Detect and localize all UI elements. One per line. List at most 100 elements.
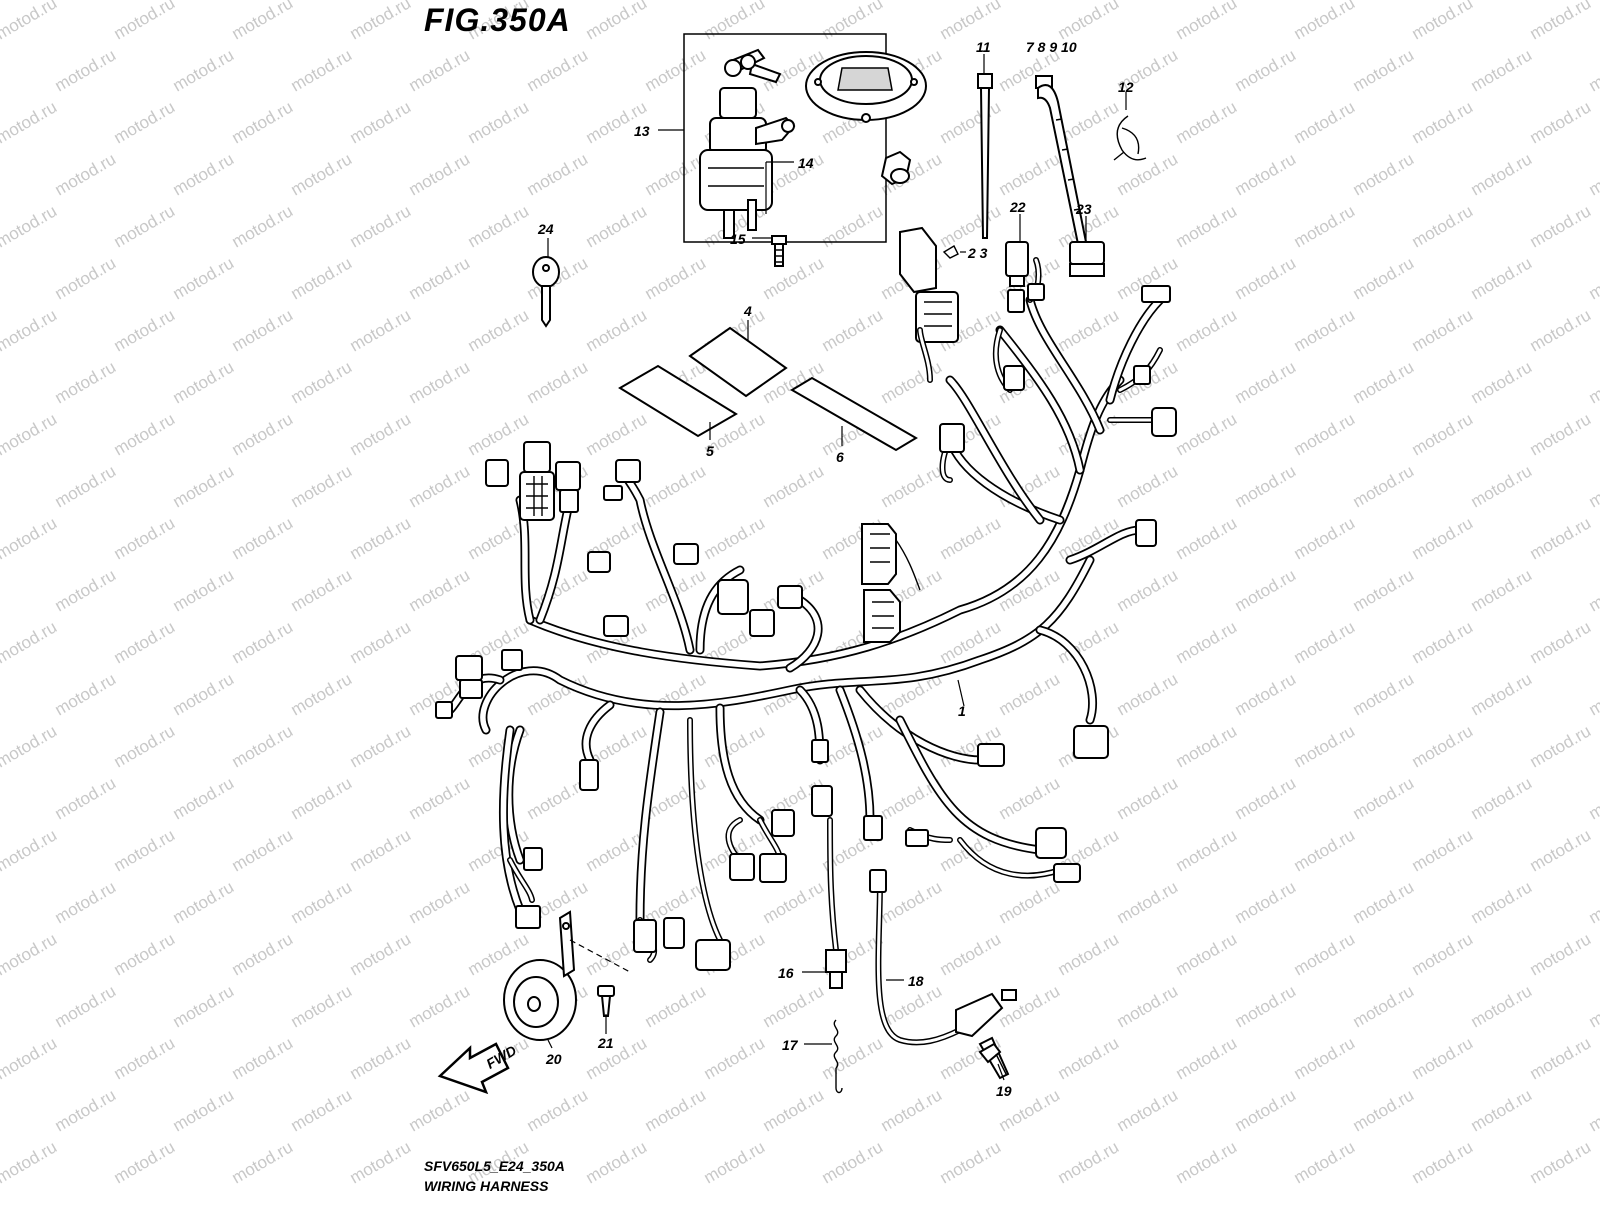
- watermark-text: motod.ru: [170, 357, 238, 407]
- watermark-text: motod.ru: [1232, 773, 1300, 823]
- watermark-text: motod.ru: [0, 149, 1, 199]
- watermark-text: motod.ru: [0, 981, 1, 1031]
- watermark-text: motod.ru: [1350, 877, 1418, 927]
- watermark-text: motod.ru: [406, 357, 474, 407]
- watermark-text: motod.ru: [642, 981, 710, 1031]
- watermark-text: motod.ru: [1409, 1033, 1477, 1083]
- watermark-text: motod.ru: [0, 1033, 60, 1083]
- watermark-text: motod.ru: [1114, 565, 1182, 615]
- watermark-text: motod.ru: [1232, 1085, 1300, 1135]
- watermark-text: motod.ru: [1291, 97, 1359, 147]
- watermark-text: motod.ru: [760, 877, 828, 927]
- watermark-text: motod.ru: [1055, 305, 1123, 355]
- watermark-text: motod.ru: [0, 45, 1, 95]
- watermark-text: motod.ru: [642, 45, 710, 95]
- watermark-text: motod.ru: [111, 617, 179, 667]
- watermark-text: motod.ru: [583, 1033, 651, 1083]
- watermark-text: motod.ru: [229, 1033, 297, 1083]
- watermark-text: motod.ru: [583, 305, 651, 355]
- watermark-text: motod.ru: [1409, 825, 1477, 875]
- watermark-text: motod.ru: [1468, 773, 1536, 823]
- watermark-text: motod.ru: [819, 1137, 887, 1187]
- watermark-text: motod.ru: [0, 773, 1, 823]
- watermark-text: motod.ru: [170, 45, 238, 95]
- watermark-text: motod.ru: [1468, 461, 1536, 511]
- watermark-text: motod.ru: [996, 773, 1064, 823]
- watermark-text: motod.ru: [347, 0, 415, 43]
- watermark-text: motod.ru: [583, 409, 651, 459]
- watermark-text: motod.ru: [1173, 929, 1241, 979]
- watermark-text: motod.ru: [111, 409, 179, 459]
- watermark-text: motod.ru: [0, 97, 60, 147]
- watermark-text: motod.ru: [1173, 0, 1241, 43]
- watermark-text: motod.ru: [465, 409, 533, 459]
- watermark-text: motod.ru: [937, 0, 1005, 43]
- watermark-text: motod.ru: [1232, 877, 1300, 927]
- watermark-text: motod.ru: [1350, 461, 1418, 511]
- watermark-text: motod.ru: [288, 461, 356, 511]
- watermark-text: motod.ru: [1232, 669, 1300, 719]
- watermark-text: motod.ru: [1291, 929, 1359, 979]
- watermark-text: motod.ru: [760, 1085, 828, 1135]
- watermark-text: motod.ru: [465, 201, 533, 251]
- watermark-text: motod.ru: [229, 929, 297, 979]
- watermark-text: motod.ru: [288, 877, 356, 927]
- watermark-text: motod.ru: [111, 0, 179, 43]
- fuel-cap: [806, 52, 926, 122]
- watermark-text: motod.ru: [111, 1033, 179, 1083]
- watermark-text: motod.ru: [111, 825, 179, 875]
- watermark-text: motod.ru: [406, 877, 474, 927]
- watermark-text: motod.ru: [819, 0, 887, 43]
- watermark-text: motod.ru: [347, 201, 415, 251]
- callout-13: 13: [634, 123, 650, 139]
- watermark-text: motod.ru: [1114, 461, 1182, 511]
- watermark-text: motod.ru: [1114, 1085, 1182, 1135]
- watermark-text: motod.ru: [819, 305, 887, 355]
- watermark-text: motod.ru: [878, 1085, 946, 1135]
- callout-22: 22: [1009, 199, 1026, 215]
- watermark-text: motod.ru: [465, 305, 533, 355]
- watermark-text: motod.ru: [0, 929, 60, 979]
- callout-12: 12: [1118, 79, 1134, 95]
- watermark-text: motod.ru: [0, 201, 60, 251]
- watermark-text: motod.ru: [406, 461, 474, 511]
- watermark-text: motod.ru: [170, 565, 238, 615]
- watermark-text: motod.ru: [1350, 1085, 1418, 1135]
- watermark-text: motod.ru: [937, 929, 1005, 979]
- watermark-text: motod.ru: [583, 201, 651, 251]
- watermark-text: motod.ru: [347, 1137, 415, 1187]
- watermark-text: motod.ru: [52, 45, 120, 95]
- watermark-text: motod.ru: [1350, 149, 1418, 199]
- watermark-text: motod.ru: [937, 201, 1005, 251]
- watermark-text: motod.ru: [170, 253, 238, 303]
- watermark-text: motod.ru: [1291, 1137, 1359, 1187]
- diagram-name: WIRING HARNESS: [424, 1178, 548, 1194]
- watermark-text: motod.ru: [347, 409, 415, 459]
- watermark-text: motod.ru: [1055, 929, 1123, 979]
- watermark-text: motod.ru: [1527, 513, 1595, 563]
- watermark-text: motod.ru: [229, 97, 297, 147]
- watermark-text: motod.ru: [347, 929, 415, 979]
- watermark-text: motod.ru: [288, 149, 356, 199]
- watermark-text: motod.ru: [1527, 617, 1595, 667]
- watermark-text: motod.ru: [111, 305, 179, 355]
- watermark-text: motod.ru: [111, 929, 179, 979]
- watermark-text: motod.ru: [1468, 565, 1536, 615]
- watermark-text: motod.ru: [288, 45, 356, 95]
- callout-21: 21: [597, 1035, 614, 1051]
- watermark-text: motod.ru: [1409, 1137, 1477, 1187]
- watermark-text: motod.ru: [347, 305, 415, 355]
- callout-6: 6: [836, 449, 844, 465]
- watermark-text: motod.ru: [406, 1085, 474, 1135]
- watermark-text: motod.ru: [1055, 1033, 1123, 1083]
- watermark-text: motod.ru: [288, 669, 356, 719]
- watermark-text: motod.ru: [170, 1085, 238, 1135]
- watermark-text: motod.ru: [0, 409, 60, 459]
- watermark-text: motod.ru: [0, 617, 60, 667]
- watermark-text: motod.ru: [1527, 929, 1595, 979]
- watermark-text: motod.ru: [1586, 45, 1600, 95]
- callout-23: 23: [1075, 201, 1092, 217]
- watermark-text: motod.ru: [996, 669, 1064, 719]
- watermark-text: motod.ru: [1350, 981, 1418, 1031]
